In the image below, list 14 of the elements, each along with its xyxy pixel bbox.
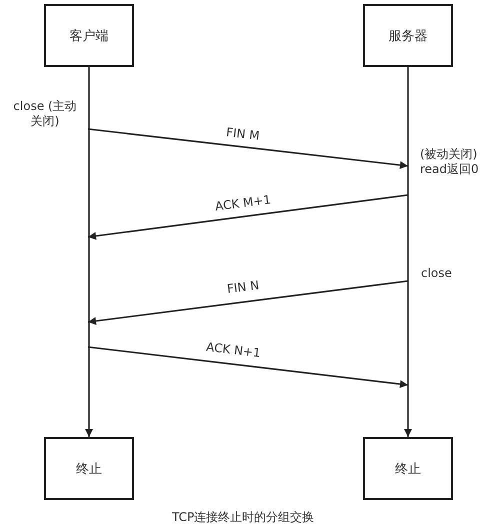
event-note: close (主动关闭) — [12, 99, 78, 129]
participant-box: 客户端 — [44, 4, 134, 67]
message-label: FIN N — [226, 278, 260, 296]
end-box: 终止 — [363, 437, 453, 500]
lifeline-arrow — [404, 67, 412, 437]
message-label: ACK M+1 — [214, 192, 272, 214]
caption: TCP连接终止时的分组交换 — [172, 510, 314, 524]
lifeline-arrow — [85, 67, 93, 437]
event-note: close — [421, 266, 452, 280]
message-label: ACK N+1 — [204, 339, 261, 361]
event-note: (被动关闭) read返回0 — [420, 147, 480, 177]
end-box: 终止 — [44, 437, 134, 500]
message-label: FIN M — [225, 124, 260, 144]
participant-box: 服务器 — [363, 4, 453, 67]
